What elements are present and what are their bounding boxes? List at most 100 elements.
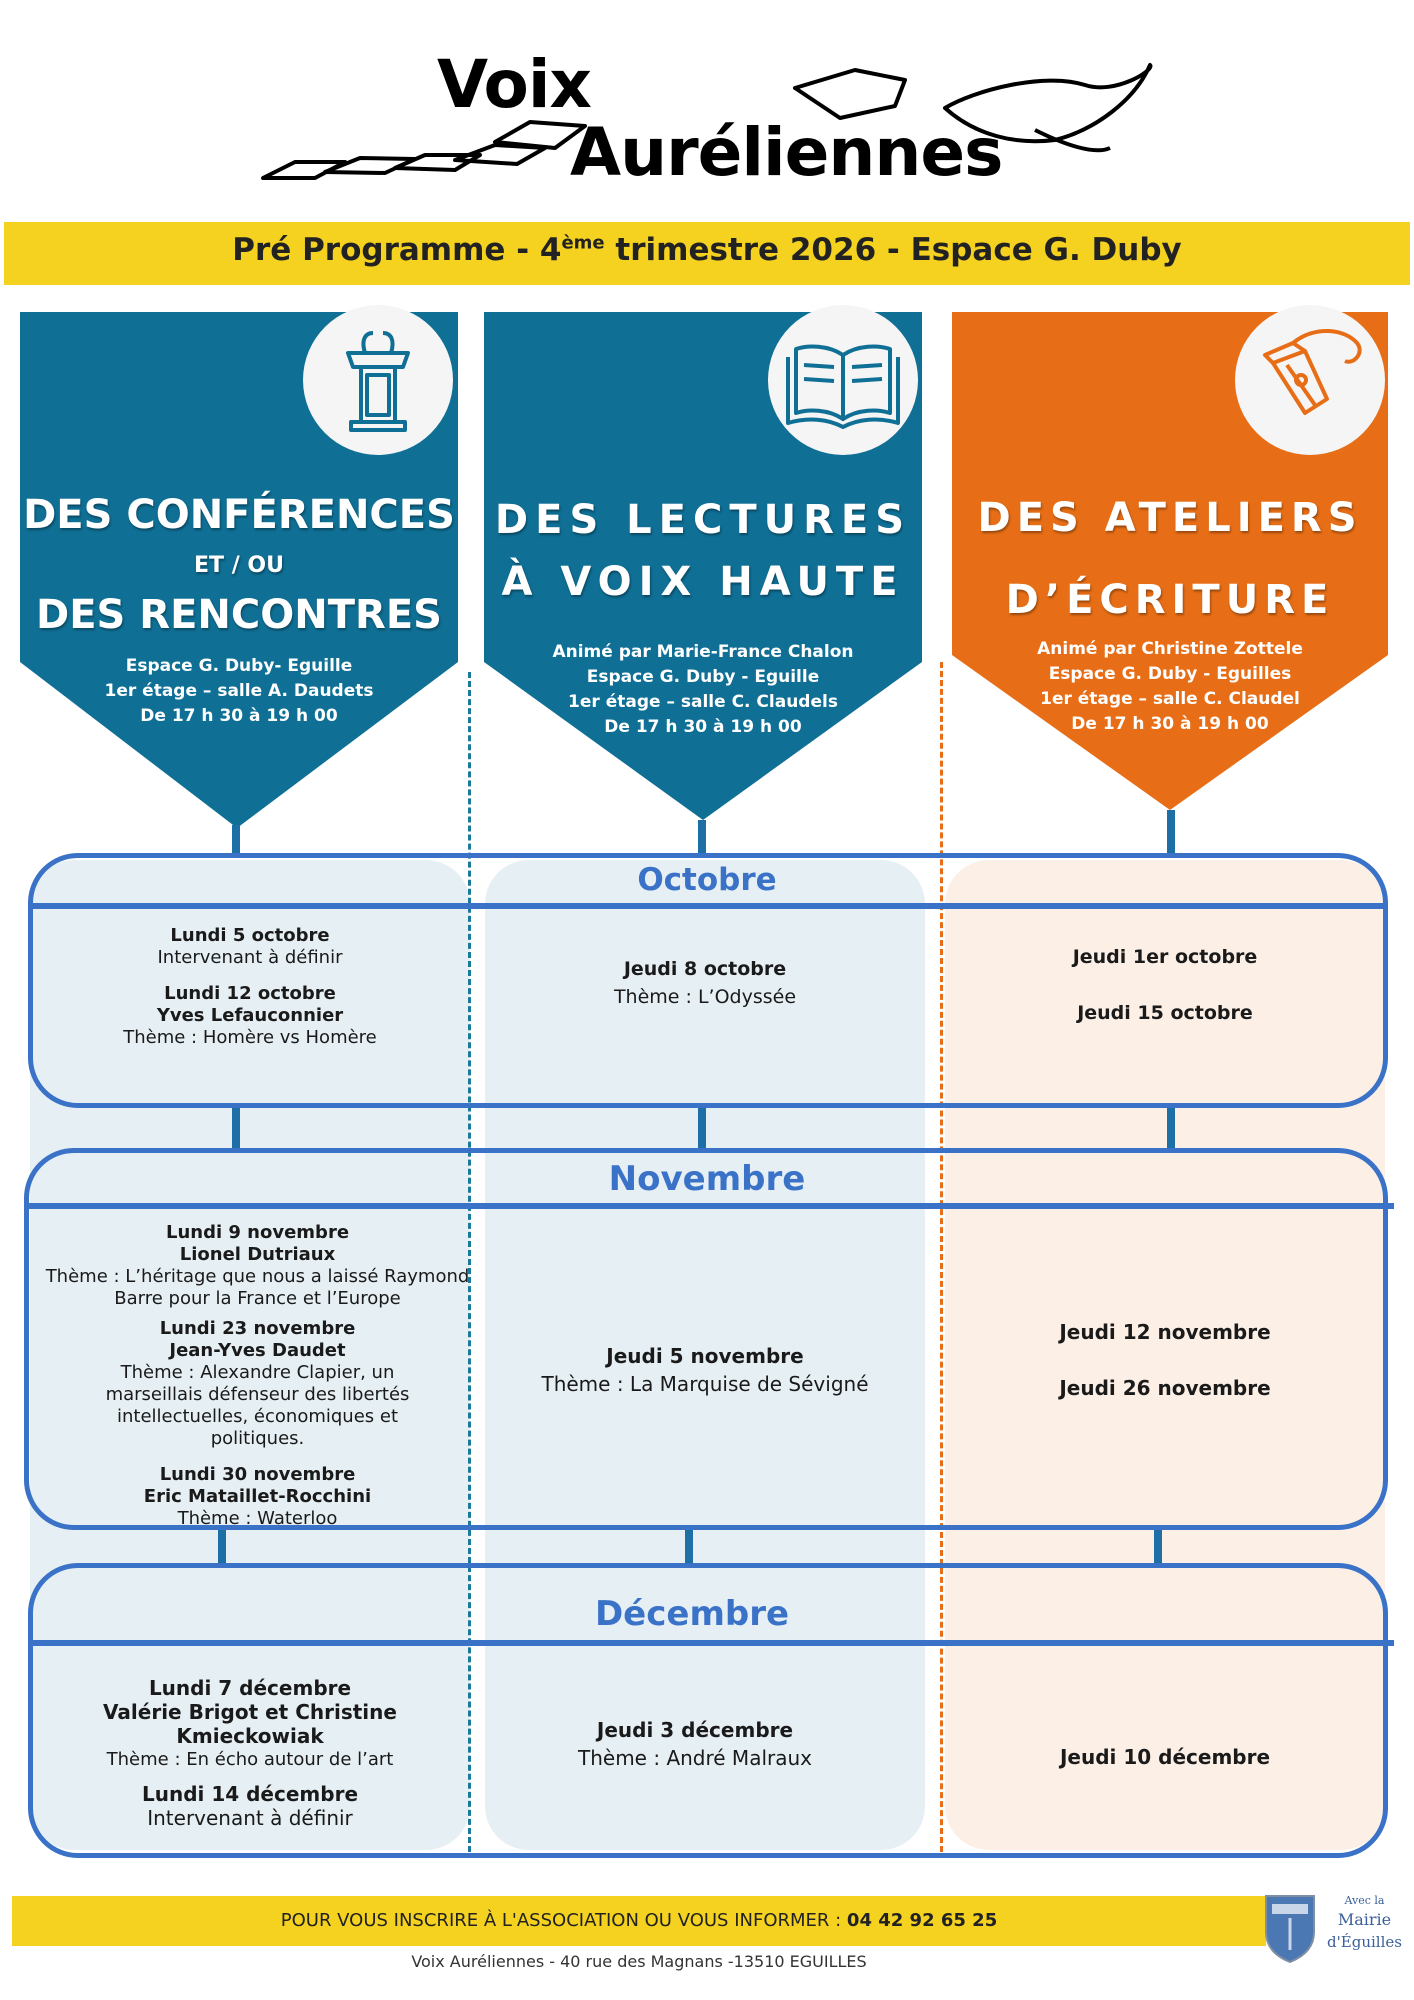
event-theme: Thème : En écho autour de l’art (106, 1749, 394, 1770)
connector (232, 825, 240, 855)
month-title-novembre: Novembre (608, 1159, 806, 1199)
conferences-column-bg (30, 860, 470, 1850)
month-frame-decembre (28, 1563, 1388, 1858)
ateliers-title-line1: DES ATELIERS (977, 495, 1363, 541)
divider-dashed-orange (940, 662, 943, 1852)
month-divider (28, 903, 1388, 909)
info-line: Espace G. Duby - Eguilles (1048, 664, 1292, 684)
event-speaker: Valérie Brigot et Christine Kmieckowiak (103, 1700, 397, 1748)
ateliers-title-line2: D’ÉCRITURE (1005, 577, 1335, 623)
octobre-ateliers: Jeudi 1er octobre Jeudi 15 octobre (945, 943, 1385, 1027)
info-line: 1er étage – salle A. Daudets (104, 681, 374, 701)
title-sup: ème (561, 232, 605, 254)
decembre-ateliers: Jeudi 10 décembre (945, 1743, 1385, 1771)
month-frame-octobre (28, 853, 1388, 1108)
footer-cta: POUR VOUS INSCRIRE À L'ASSOCIATION OU VO… (12, 1908, 1266, 1934)
decembre-lectures: Jeudi 3 décembre Thème : André Malraux (475, 1716, 915, 1772)
info-line: Espace G. Duby- Eguille (125, 656, 353, 676)
novembre-ateliers: Jeudi 12 novembre Jeudi 26 novembre (945, 1318, 1385, 1402)
event-date: Jeudi 3 décembre (596, 1718, 794, 1742)
title-bar (4, 222, 1410, 285)
event-theme: Thème : Alexandre Clapier, un marseillai… (105, 1362, 410, 1449)
mairie-badge: Avec la Mairie d'Éguilles (1262, 1890, 1410, 1968)
month-divider (28, 1640, 1394, 1646)
connector (218, 1525, 226, 1565)
event-speaker: Yves Lefauconnier (156, 1005, 344, 1026)
info-line: Espace G. Duby - Eguille (586, 667, 820, 687)
event-date: Lundi 23 novembre (159, 1318, 356, 1339)
footer-bar (12, 1896, 1266, 1946)
octobre-lectures: Jeudi 8 octobre Thème : L’Odyssée (485, 955, 925, 1011)
event-speaker: Lionel Dutriaux (179, 1244, 336, 1265)
logo-line-aureliennes: Auréliennes (570, 114, 1003, 191)
event-theme: Thème : La Marquise de Sévigné (541, 1372, 869, 1396)
pen-nib-icon (1235, 305, 1385, 455)
conferences-info: Espace G. Duby- Eguille 1er étage – sall… (20, 654, 458, 729)
event-date: Lundi 7 décembre (148, 1676, 352, 1700)
event-date: Jeudi 10 décembre (1059, 1745, 1271, 1769)
event-date: Jeudi 15 octobre (1077, 1002, 1253, 1024)
decembre-conferences: Lundi 7 décembre Valérie Brigot et Chris… (30, 1676, 470, 1830)
event-theme: Thème : Waterloo (177, 1508, 338, 1529)
conferences-title-line2: DES RENCONTRES (36, 592, 442, 638)
footer-address: Voix Auréliennes - 40 rue des Magnans -1… (411, 1952, 867, 1971)
info-line: De 17 h 30 à 19 h 00 (604, 717, 802, 737)
mairie-line3: d'Éguilles (1327, 1933, 1402, 1951)
conferences-title-mid: ET / OU (194, 553, 284, 578)
info-line: Animé par Christine Zottele (1037, 639, 1303, 659)
lectures-info: Animé par Marie-France Chalon Espace G. … (484, 640, 922, 740)
event-date: Jeudi 1er octobre (1072, 946, 1258, 968)
event-theme: Thème : André Malraux (578, 1746, 812, 1770)
page-title: Pré Programme - 4ème trimestre 2026 - Es… (0, 232, 1414, 268)
month-title-octobre: Octobre (637, 862, 777, 898)
mairie-line1: Avec la (1344, 1894, 1385, 1907)
octobre-conferences: Lundi 5 octobre Intervenant à définir Lu… (30, 925, 470, 1049)
connector (232, 1105, 240, 1150)
month-divider (24, 1203, 1394, 1209)
event-theme: Thème : Homère vs Homère (123, 1027, 377, 1048)
ateliers-column-bg (945, 860, 1385, 1850)
title-part1: Pré Programme - 4 (232, 232, 562, 268)
month-title-decembre: Décembre (594, 1594, 790, 1634)
mairie-line2: Mairie (1337, 1910, 1392, 1929)
connector (1167, 1105, 1175, 1150)
conferences-title-line1: DES CONFÉRENCES (23, 492, 455, 538)
lectern-icon (303, 305, 453, 455)
title-part2: trimestre 2026 - Espace G. Duby (604, 232, 1182, 268)
info-line: Animé par Marie-France Chalon (552, 642, 854, 662)
event-theme: Thème : L’héritage que nous a laissé Ray… (45, 1266, 470, 1309)
connector (1167, 810, 1175, 855)
event-date: Jeudi 5 novembre (606, 1344, 804, 1368)
ateliers-info: Animé par Christine Zottele Espace G. Du… (952, 637, 1388, 737)
event-speaker: Eric Mataillet-Rocchini (143, 1486, 372, 1507)
event-date: Jeudi 8 octobre (623, 958, 787, 980)
event-theme: Thème : L’Odyssée (613, 986, 797, 1008)
connector (698, 820, 706, 855)
flying-papers-decoration (261, 63, 1153, 180)
event-theme: Intervenant à définir (157, 947, 343, 968)
connector (1154, 1525, 1162, 1565)
lectures-column-bg (485, 860, 925, 1850)
event-date: Jeudi 26 novembre (1059, 1376, 1271, 1400)
divider-dashed-teal (468, 672, 471, 1852)
event-date: Lundi 12 octobre (164, 983, 336, 1004)
event-date: Lundi 9 novembre (165, 1222, 350, 1243)
event-speaker: Jean-Yves Daudet (169, 1340, 346, 1361)
info-line: De 17 h 30 à 19 h 00 (1071, 714, 1269, 734)
logo-line-voix: Voix (437, 46, 592, 123)
coat-of-arms-icon (1265, 1895, 1315, 1964)
footer-phone[interactable]: 04 42 92 65 25 (846, 1910, 998, 1931)
event-date: Jeudi 12 novembre (1059, 1320, 1271, 1344)
connector (698, 1105, 706, 1150)
novembre-conferences: Lundi 9 novembre Lionel Dutriaux Thème :… (45, 1222, 470, 1530)
info-line: De 17 h 30 à 19 h 00 (140, 706, 338, 726)
lectures-title-line1: DES LECTURES (494, 497, 912, 543)
event-theme: Intervenant à définir (147, 1806, 353, 1830)
info-line: 1er étage – salle C. Claudel (1040, 689, 1300, 709)
event-date: Lundi 5 octobre (170, 925, 330, 946)
book-icon (768, 305, 918, 455)
event-date: Lundi 14 décembre (141, 1782, 359, 1806)
footer-cta-text: POUR VOUS INSCRIRE À L'ASSOCIATION OU VO… (280, 1910, 847, 1931)
connector (685, 1525, 693, 1565)
event-date: Lundi 30 novembre (159, 1464, 356, 1485)
